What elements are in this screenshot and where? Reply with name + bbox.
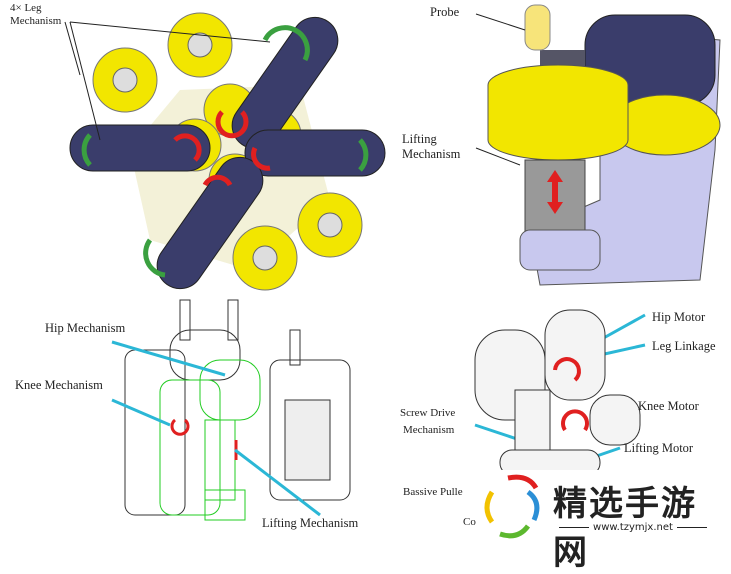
passive-pulley-label: Bassive Pulle — [403, 486, 463, 498]
drive-mechanism-render — [474, 309, 641, 481]
hip-mechanism-label: Hip Mechanism — [45, 321, 126, 335]
lifting-label-line1: Lifting — [402, 132, 437, 146]
lifting-mechanism-label: Lifting Mechanism — [262, 516, 359, 530]
leg-linkage-label: Leg Linkage — [652, 339, 716, 353]
co-label: Co — [463, 516, 476, 528]
knee-mechanism-label: Knee Mechanism — [15, 378, 103, 392]
screw-drive-label-line1: Screw Drive — [400, 407, 456, 419]
lifting-motor-label: Lifting Motor — [624, 441, 694, 455]
probe-module-render — [475, 4, 721, 286]
screw-drive-label-line2: Mechanism — [403, 424, 455, 436]
wireframe-render — [124, 299, 351, 521]
hip-motor-label: Hip Motor — [652, 310, 706, 324]
diagram-canvas — [64, 4, 721, 521]
knee-motor-label: Knee Motor — [638, 399, 699, 413]
lifting-label-line2: Mechanism — [402, 147, 461, 161]
probe-label: Probe — [430, 5, 460, 19]
leg-mechanism-label-line2: Mechanism — [10, 15, 62, 27]
watermark: 精选手游网 www.tzymjx.net — [478, 470, 731, 573]
leg-mechanism-topview — [64, 12, 386, 291]
leg-mechanism-label-line1: 4× Leg — [10, 2, 42, 14]
watermark-logo-icon — [484, 474, 540, 539]
watermark-url: www.tzymjx.net — [548, 522, 718, 533]
